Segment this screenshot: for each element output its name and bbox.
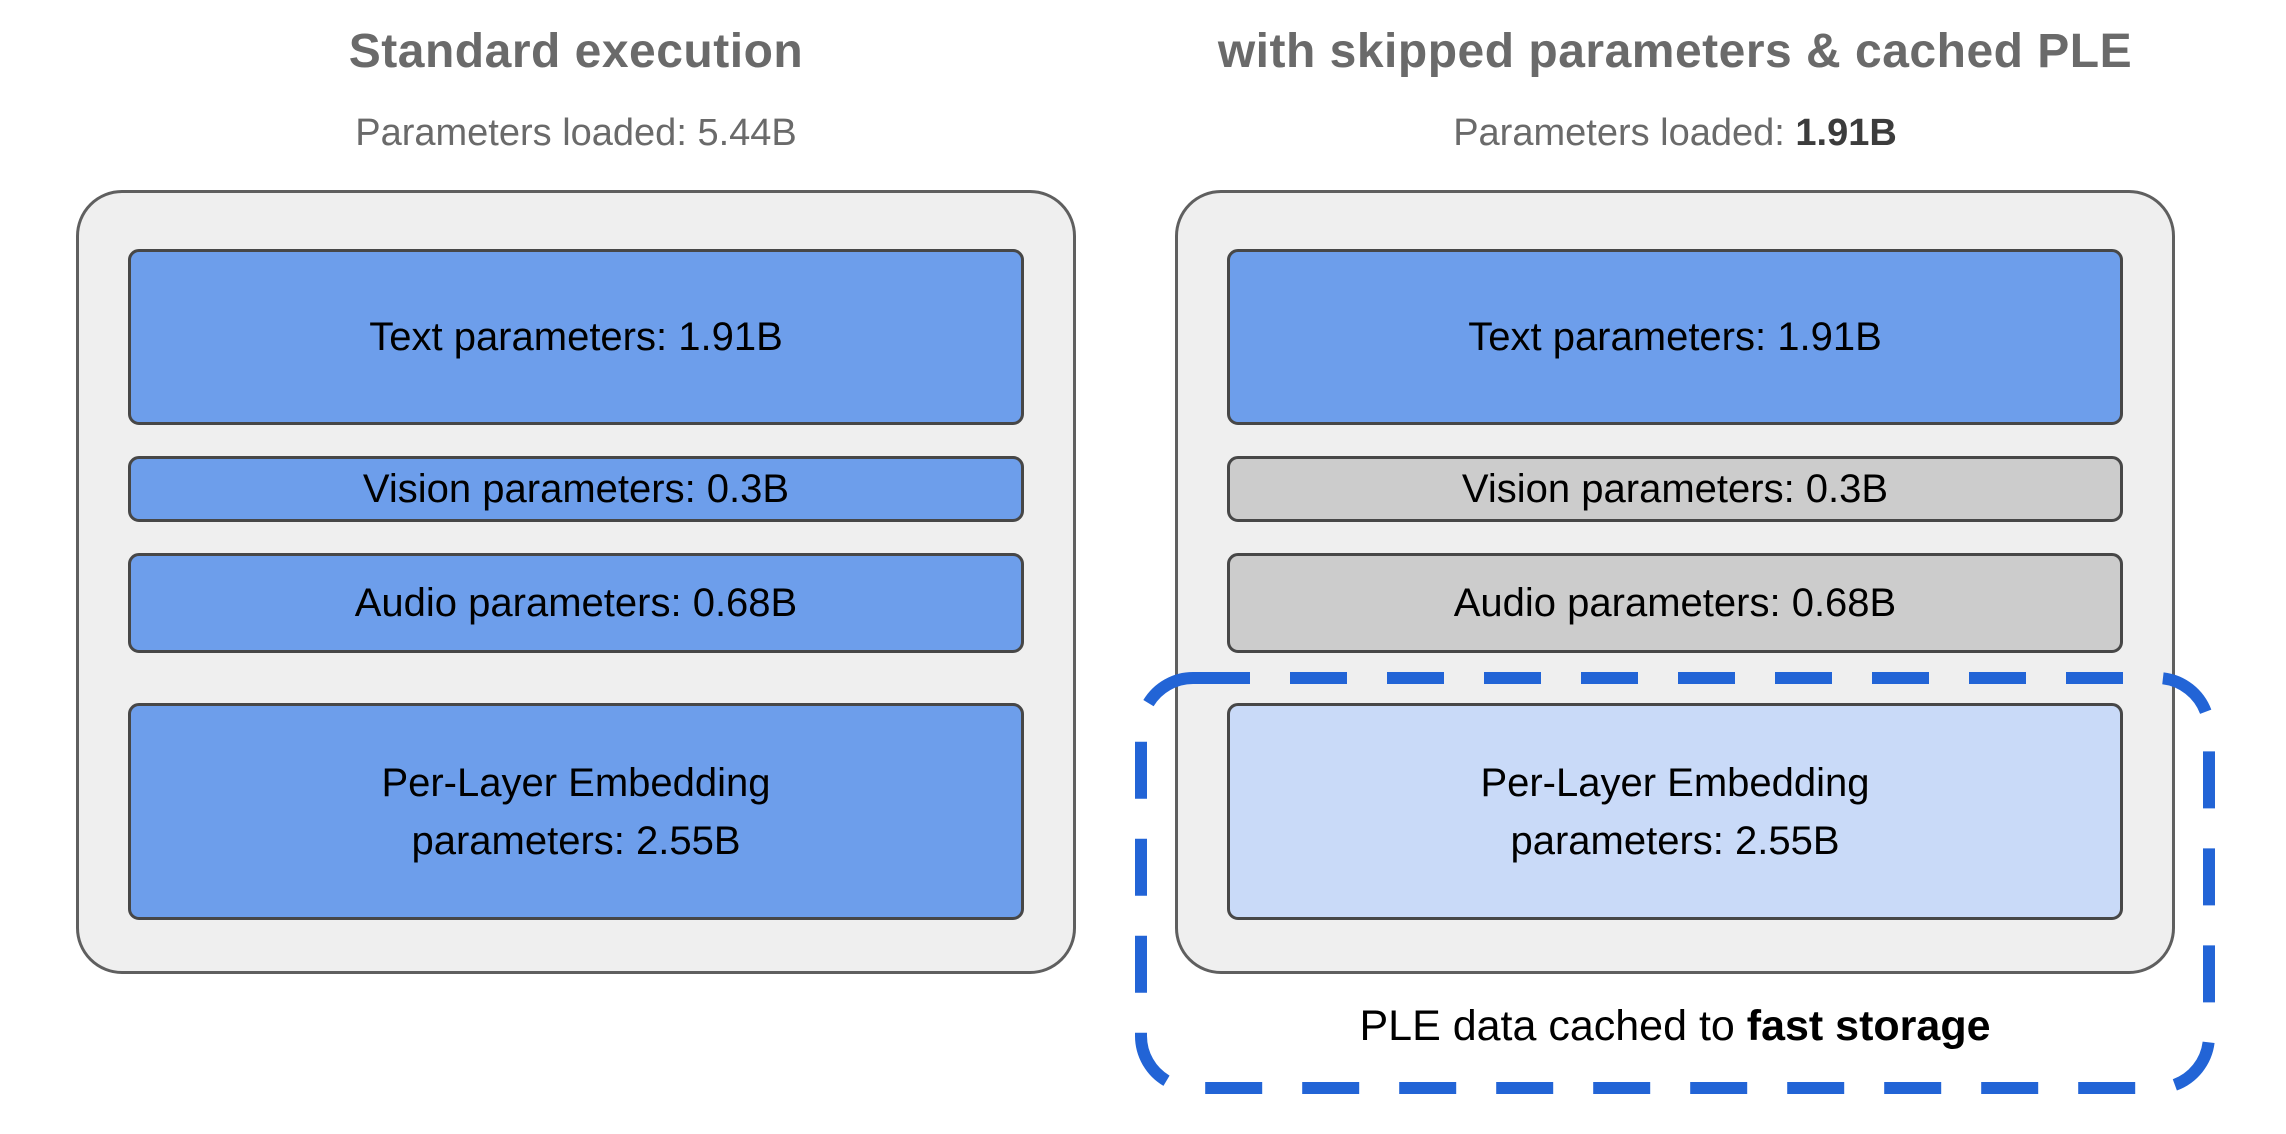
left-ple-parameters-box: Per-Layer Embedding parameters: 2.55B xyxy=(128,703,1024,920)
right-subtitle-value: 1.91B xyxy=(1795,112,1897,154)
left-vision-parameters-box: Vision parameters: 0.3B xyxy=(128,456,1024,522)
left-model-container: Text parameters: 1.91B Vision parameters… xyxy=(76,190,1076,974)
right-ple-parameters-box: Per-Layer Embedding parameters: 2.55B xyxy=(1227,703,2123,920)
ple-caption-bold: fast storage xyxy=(1746,1002,1991,1050)
right-panel-title: with skipped parameters & cached PLE xyxy=(1217,25,2133,78)
right-vision-parameters-box: Vision parameters: 0.3B xyxy=(1227,456,2123,522)
left-panel-subtitle: Parameters loaded: 5.44B xyxy=(76,112,1076,155)
left-audio-parameters-box: Audio parameters: 0.68B xyxy=(128,553,1024,653)
left-panel-title: Standard execution xyxy=(348,25,804,78)
right-text-parameters-box: Text parameters: 1.91B xyxy=(1227,249,2123,425)
right-audio-parameters-box: Audio parameters: 0.68B xyxy=(1227,553,2123,653)
left-subtitle-label: Parameters loaded: xyxy=(355,112,698,154)
left-subtitle-value: 5.44B xyxy=(697,112,797,154)
right-panel-subtitle: Parameters loaded: 1.91B xyxy=(1175,112,2175,155)
ple-cache-caption: PLE data cached to fast storage xyxy=(1134,1002,2216,1051)
right-subtitle-label: Parameters loaded: xyxy=(1453,112,1796,154)
ple-caption-regular: PLE data cached to xyxy=(1359,1002,1747,1050)
left-text-parameters-box: Text parameters: 1.91B xyxy=(128,249,1024,425)
right-model-container: Text parameters: 1.91B Vision parameters… xyxy=(1175,190,2175,974)
